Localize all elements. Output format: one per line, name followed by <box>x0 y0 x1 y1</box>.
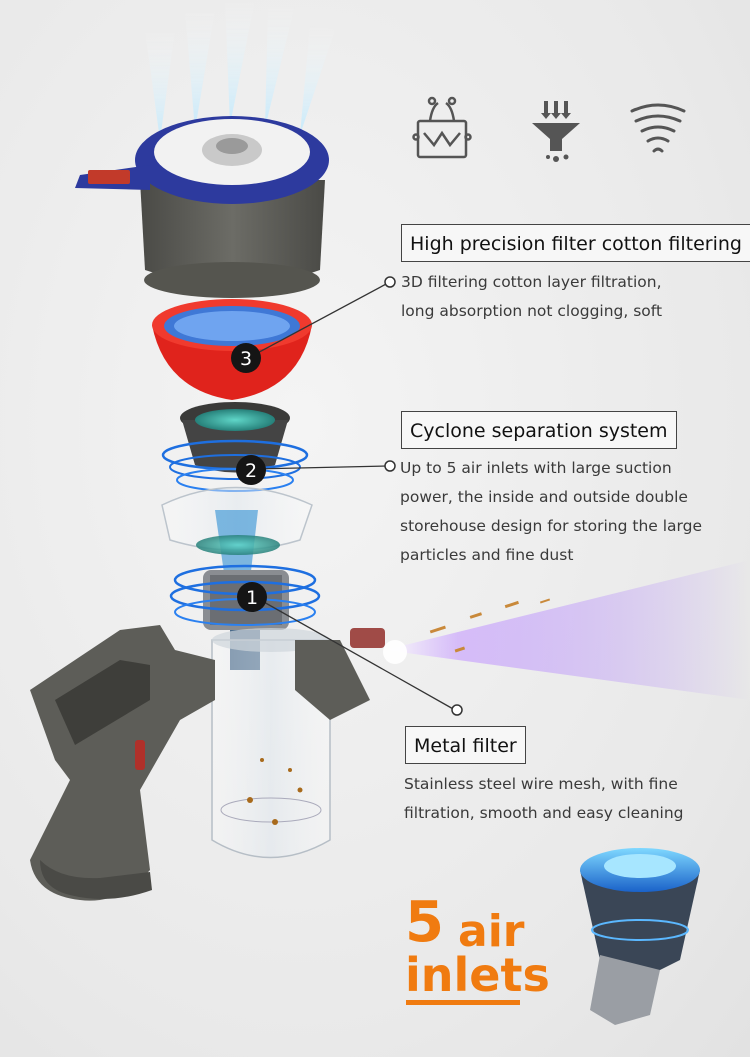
glass-separator <box>161 486 313 580</box>
laser-beam <box>383 560 750 700</box>
airflow-beams <box>145 0 335 140</box>
top-cap <box>75 116 329 298</box>
cyclone-part <box>161 402 309 492</box>
filter-cotton-description: 3D filtering cotton layer filtration, lo… <box>401 268 662 326</box>
headline-word-inlets: inlets <box>405 948 550 1002</box>
cyclone-description: Up to 5 air inlets with large suction po… <box>400 454 702 570</box>
metal-filter-line-1: Stainless steel wire mesh, with fine <box>404 775 678 793</box>
cyclone-line-1: Up to 5 air inlets with large suction <box>400 459 672 477</box>
badge-1-text: 1 <box>246 587 258 609</box>
filter-cotton-title: High precision filter cotton filtering <box>401 224 750 262</box>
headline-number: 5 <box>405 890 444 955</box>
badge-1: 1 <box>237 582 267 612</box>
funnel-icon <box>532 101 580 162</box>
handle-body <box>30 625 385 901</box>
badge-3: 3 <box>231 343 261 373</box>
metal-filter-title: Metal filter <box>405 726 526 764</box>
filter-cotton-line-2: long absorption not clogging, soft <box>401 302 663 320</box>
cyclone-line-3: storehouse design for storing the large <box>400 517 703 535</box>
filter-cotton-part <box>152 299 312 400</box>
cyclone-line-4: particles and fine dust <box>400 546 574 564</box>
callout-end-dots <box>384 276 463 716</box>
filter-cartridge-image <box>580 848 700 1025</box>
metal-filter-description: Stainless steel wire mesh, with fine fil… <box>404 770 683 828</box>
metal-filter-line-2: filtration, smooth and easy cleaning <box>404 804 684 822</box>
badge-2-text: 2 <box>245 460 257 482</box>
badge-3-text: 3 <box>240 348 252 370</box>
headline-word-air: air <box>458 906 525 957</box>
callout-lines <box>249 282 456 711</box>
filter-cotton-line-1: 3D filtering cotton layer filtration, <box>401 273 662 291</box>
badge-2: 2 <box>236 455 266 485</box>
cyclone-title: Cyclone separation system <box>401 411 677 449</box>
filter-cotton-icon <box>412 96 472 159</box>
headline-underline <box>406 1000 520 1005</box>
cyclone-icon <box>630 103 686 153</box>
cyclone-line-2: power, the inside and outside double <box>400 488 688 506</box>
